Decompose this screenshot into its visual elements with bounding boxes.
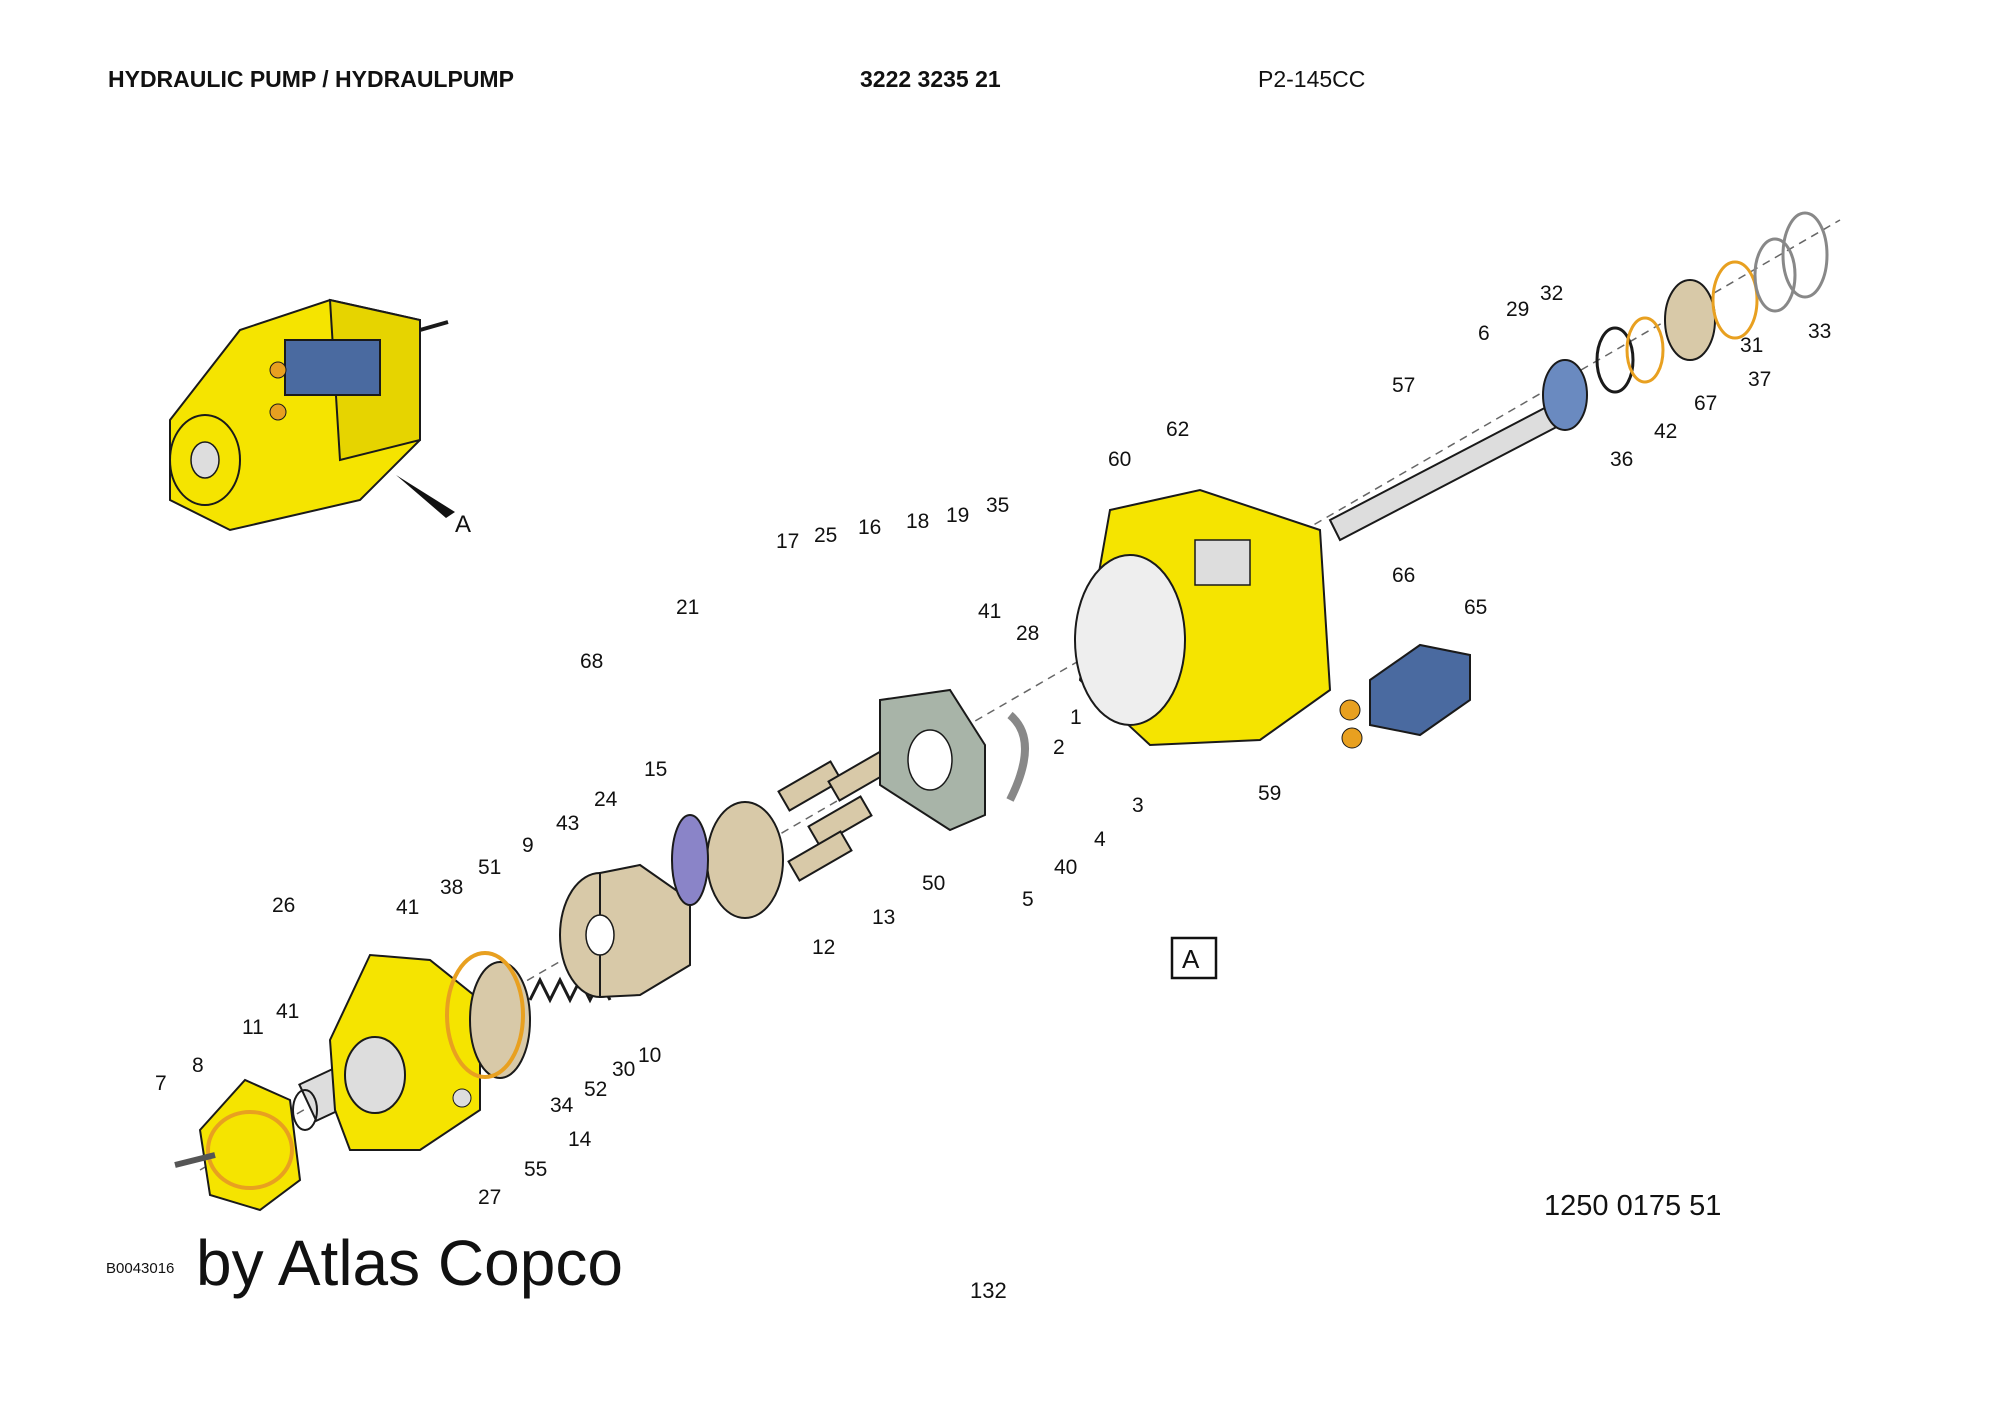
callout: 41 — [978, 600, 1001, 623]
callout: 41 — [276, 1000, 299, 1023]
view-arrow-a — [396, 475, 455, 518]
callout: 31 — [1740, 334, 1763, 357]
callout: 19 — [946, 504, 969, 527]
o-ring — [445, 951, 525, 1079]
callout-labels: 1 2 3 4 5 6 7 8 9 10 11 12 13 14 15 16 1… — [155, 282, 1831, 1209]
page-title: HYDRAULIC PUMP / HYDRAULPUMP — [108, 66, 514, 92]
cylinder-block — [559, 863, 691, 999]
callout: 57 — [1392, 374, 1415, 397]
callout: 33 — [1808, 320, 1831, 343]
callout: 43 — [556, 812, 579, 835]
callout: 28 — [1016, 622, 1039, 645]
callout: 66 — [1392, 564, 1415, 587]
callout: 40 — [1054, 856, 1077, 879]
assembled-pump-thumbnail — [169, 298, 449, 532]
retaining-ring — [1753, 237, 1797, 313]
main-housing — [1074, 488, 1332, 747]
pistons — [777, 750, 893, 882]
callout: 18 — [906, 510, 929, 533]
rear-housing — [328, 953, 481, 1151]
callout: 41 — [396, 896, 419, 919]
callout: 16 — [858, 516, 881, 539]
callout: 1 — [1070, 706, 1082, 729]
callout: 27 — [478, 1186, 501, 1209]
callout: 2 — [1053, 736, 1065, 759]
callout: 36 — [1610, 448, 1633, 471]
callout: 5 — [1022, 888, 1034, 911]
callout: 12 — [812, 936, 835, 959]
illustration-id: B0043016 — [106, 1260, 175, 1277]
callout: 52 — [584, 1078, 607, 1101]
brand-caption: by Atlas Copco — [196, 1227, 623, 1299]
seal-ring — [1625, 316, 1665, 384]
shaft-bearing — [1542, 359, 1588, 431]
callout: 15 — [644, 758, 667, 781]
callout: 55 — [524, 1158, 547, 1181]
document-number: 1250 0175 51 — [1544, 1190, 1722, 1222]
callout: 51 — [478, 856, 501, 879]
callout: 13 — [872, 906, 895, 929]
callout: 25 — [814, 524, 837, 547]
callout: 29 — [1506, 298, 1529, 321]
callout: 11 — [242, 1016, 264, 1039]
callout: 32 — [1540, 282, 1563, 305]
callout: 35 — [986, 494, 1009, 517]
shaft-seal — [1664, 279, 1716, 361]
callout: 3 — [1132, 794, 1144, 817]
part-number: 3222 3235 21 — [860, 66, 1001, 92]
callout: 10 — [638, 1044, 661, 1067]
callout: 30 — [612, 1058, 635, 1081]
callout: 6 — [1478, 322, 1490, 345]
callout: 17 — [776, 530, 799, 553]
view-box-a-label: A — [1182, 944, 1200, 974]
callout: 14 — [568, 1128, 592, 1151]
callout: 26 — [272, 894, 295, 917]
circlip — [1781, 211, 1829, 299]
model-code: P2-145CC — [1258, 66, 1366, 92]
callout: 60 — [1108, 448, 1131, 471]
callout: 42 — [1654, 420, 1677, 443]
view-box-a — [1170, 936, 1218, 980]
callout: 8 — [192, 1054, 204, 1077]
callout: 38 — [440, 876, 463, 899]
retaining-ring — [1711, 260, 1759, 340]
callout: 68 — [580, 650, 603, 673]
page-number: 132 — [970, 1278, 1007, 1303]
callout: 50 — [922, 872, 945, 895]
callout: 9 — [522, 834, 534, 857]
view-label-a: A — [455, 511, 471, 538]
swash-plate — [671, 814, 709, 906]
seal-ring — [1595, 326, 1635, 394]
callout: 67 — [1694, 392, 1717, 415]
callout: 24 — [594, 788, 618, 811]
callout: 65 — [1464, 596, 1487, 619]
callout: 62 — [1166, 418, 1189, 441]
callout: 34 — [550, 1094, 574, 1117]
callout: 4 — [1094, 828, 1106, 851]
callout: 37 — [1748, 368, 1771, 391]
callout: 59 — [1258, 782, 1281, 805]
saddle-bearing — [1006, 711, 1029, 802]
callout: 21 — [676, 596, 699, 619]
retainer-plate — [706, 801, 784, 919]
callout: 7 — [155, 1072, 167, 1095]
drive-shaft — [1328, 398, 1572, 542]
control-valve — [1339, 643, 1471, 749]
front-cover — [174, 1078, 302, 1212]
